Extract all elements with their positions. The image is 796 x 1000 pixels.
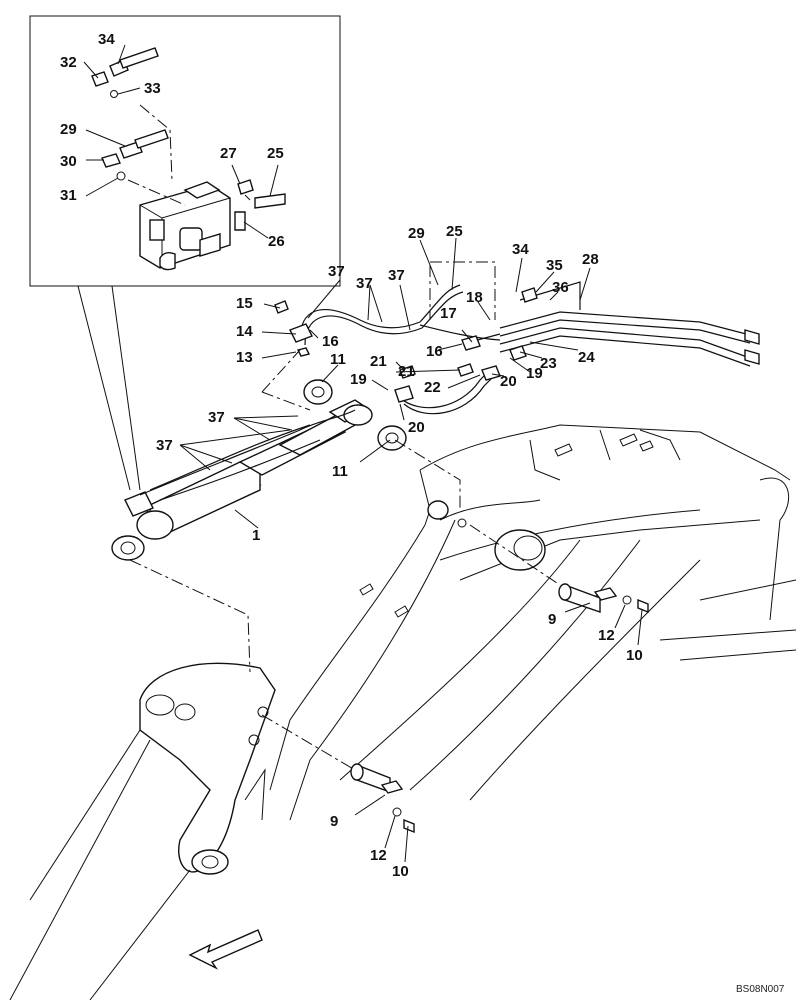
callout-12a: 12 [598, 627, 615, 644]
direction-arrow-icon [188, 929, 263, 970]
callout-21b: 21 [398, 363, 415, 380]
boom-cylinder [111, 399, 373, 561]
callout-30: 30 [60, 153, 77, 170]
boom [9, 424, 796, 1000]
callout-31: 31 [60, 187, 77, 204]
callout-20a: 20 [500, 373, 517, 390]
callout-37a: 37 [328, 263, 345, 280]
callout-25: 25 [267, 145, 284, 162]
leader-lines [179, 237, 591, 529]
callout-32: 32 [60, 54, 77, 71]
callout-33: 33 [144, 80, 161, 97]
callout-29: 29 [60, 121, 77, 138]
cylinder-pin-link [129, 559, 251, 673]
callout-37d: 37 [208, 409, 225, 426]
callout-12b: 12 [370, 847, 387, 864]
callout-10a: 10 [626, 647, 643, 664]
drawing-code: BS08N007 [736, 984, 785, 995]
callout-19a: 19 [350, 371, 367, 388]
callout-37b: 37 [356, 275, 373, 292]
callout-22: 22 [424, 379, 441, 396]
detail-inset [29, 15, 341, 287]
callout-34b: 34 [512, 241, 529, 258]
callout-18: 18 [466, 289, 483, 306]
callout-labels: 34 32 33 29 30 31 27 25 26 29 25 34 35 2… [60, 31, 785, 995]
callout-20b: 20 [408, 419, 425, 436]
callout-15: 15 [236, 295, 253, 312]
callout-11a: 11 [330, 351, 346, 368]
callout-17: 17 [440, 305, 457, 322]
callout-13: 13 [236, 349, 253, 366]
callout-11b: 11 [332, 463, 348, 480]
callout-28: 28 [582, 251, 599, 268]
callout-21a: 21 [370, 353, 387, 370]
callout-9b: 9 [330, 813, 338, 830]
callout-35: 35 [546, 257, 563, 274]
callout-24: 24 [578, 349, 595, 366]
callout-25b: 25 [446, 223, 463, 240]
callout-16b: 16 [426, 343, 443, 360]
callout-34: 34 [98, 31, 115, 48]
callout-29b: 29 [408, 225, 425, 242]
hose-assembly [261, 261, 760, 510]
callout-36: 36 [552, 279, 569, 296]
callout-10b: 10 [392, 863, 409, 880]
callout-37c: 37 [388, 267, 405, 284]
callout-23: 23 [540, 355, 557, 372]
callout-9a: 9 [548, 611, 556, 628]
callout-14: 14 [236, 323, 253, 340]
callout-19b: 19 [526, 365, 543, 382]
callout-37e: 37 [156, 437, 173, 454]
callout-27: 27 [220, 145, 237, 162]
pin-lower [261, 714, 415, 863]
callout-1: 1 [252, 527, 260, 544]
callout-26: 26 [268, 233, 285, 250]
callout-16a: 16 [322, 333, 339, 350]
pin-upper [469, 524, 649, 646]
inset-pointer [77, 285, 141, 491]
